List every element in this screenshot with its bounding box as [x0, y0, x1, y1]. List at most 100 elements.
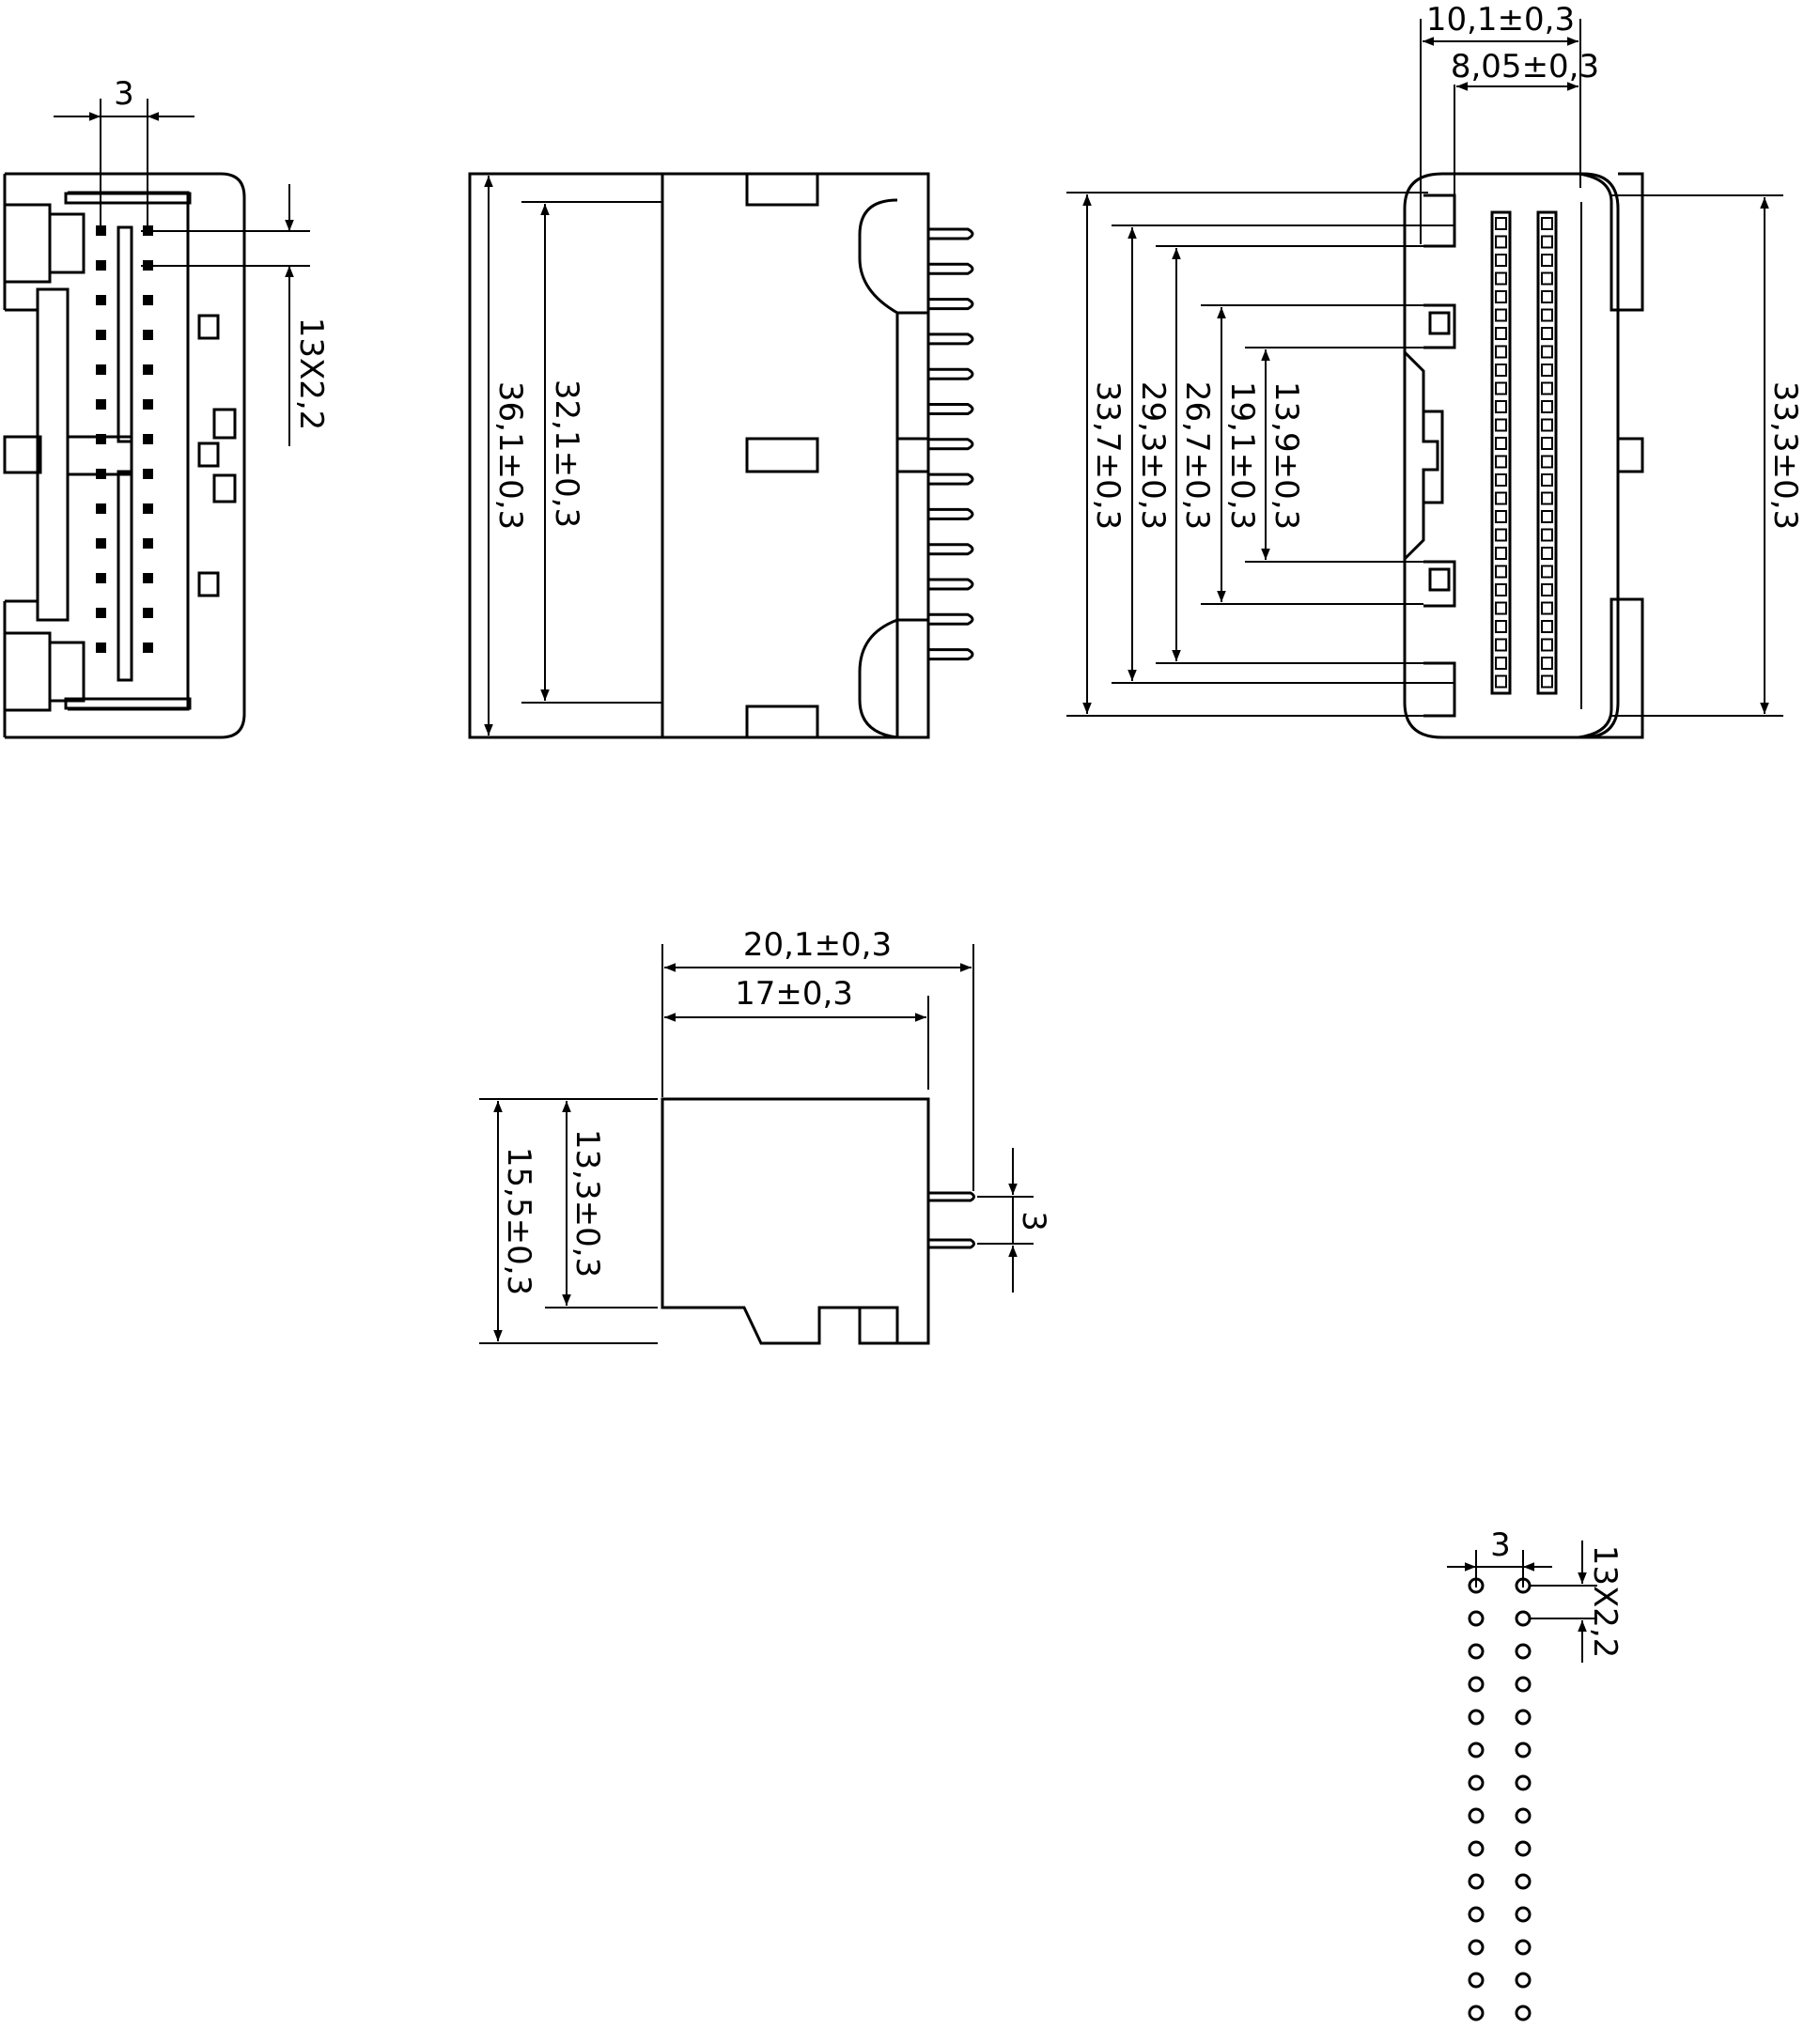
footprint-hole [1515, 1742, 1532, 1758]
side-pin [928, 227, 974, 240]
footprint-hole [1468, 1939, 1485, 1956]
top-contact [1541, 455, 1553, 469]
top-contact [1541, 418, 1553, 432]
footprint-hole [1515, 1939, 1532, 1956]
end-height-outer-dimension: 15,5±0,3 [479, 1098, 658, 1344]
side-pin [928, 438, 974, 451]
end-height-outer-label: 15,5±0,3 [500, 1147, 537, 1295]
top-dim-b: 29,3±0,3 [1112, 225, 1454, 684]
front-pin [143, 364, 153, 375]
side-pin [928, 403, 974, 415]
footprint-hole [1515, 1906, 1532, 1923]
front-pin [96, 538, 106, 549]
top-dim-d: 19,1±0,3 [1201, 304, 1423, 605]
footprint-hole [1468, 1676, 1485, 1693]
top-contact [1495, 327, 1507, 340]
front-pitch-label: 3 [114, 75, 134, 113]
top-contact [1495, 510, 1507, 523]
front-pin [96, 573, 106, 583]
top-dim-right-label: 33,3±0,3 [1766, 381, 1804, 530]
footprint-hole [1515, 1840, 1532, 1857]
top-contact [1495, 345, 1507, 359]
top-contact [1495, 437, 1507, 450]
end-length-inner-label: 17±0,3 [735, 975, 853, 1013]
end-view: 20,1±0,3 17±0,3 15,5±0,3 13,3±0,3 [479, 926, 1052, 1345]
end-length-inner-dimension: 17±0,3 [664, 975, 929, 1090]
top-contact [1541, 674, 1553, 689]
footprint-hole [1515, 1873, 1532, 1890]
front-pin [96, 399, 106, 410]
footprint-pitch-dimension: 3 [1447, 1526, 1552, 1587]
side-pin [928, 578, 974, 591]
top-contact [1541, 254, 1553, 267]
side-pin [928, 648, 974, 661]
top-contact [1541, 327, 1553, 340]
top-contact [1495, 235, 1507, 249]
top-contact [1541, 620, 1553, 633]
top-width-outer-dimension: 10,1±0,3 [1420, 1, 1581, 244]
top-contact [1495, 271, 1507, 286]
top-contact [1541, 381, 1553, 395]
footprint-pin-pitch-label: 13X2,2 [1586, 1545, 1624, 1659]
footprint-hole [1515, 1610, 1532, 1627]
footprint-hole [1468, 1873, 1485, 1890]
top-contact [1495, 565, 1507, 579]
front-pin-pitch-dimension: 13X2,2 [141, 184, 330, 446]
front-pin [96, 260, 106, 271]
top-contact [1495, 364, 1507, 377]
front-pin [143, 643, 153, 653]
side-pin [928, 367, 974, 380]
top-contact [1541, 510, 1553, 523]
side-height-outer-label: 36,1±0,3 [491, 381, 529, 530]
side-pin [928, 507, 974, 520]
footprint-hole [1515, 2005, 1532, 2021]
top-contact [1495, 381, 1507, 395]
footprint-hole [1468, 2005, 1485, 2021]
pcb-footprint: 3 13X2,2 [1447, 1526, 1624, 2021]
front-pin [143, 330, 153, 340]
front-pin [143, 538, 153, 549]
top-view: 10,1±0,3 8,05±0,3 33,7±0,3 29,3±0,3 [1066, 1, 1804, 739]
end-height-inner-dimension: 13,3±0,3 [545, 1101, 658, 1308]
top-contact [1495, 620, 1507, 633]
front-pin [143, 608, 153, 618]
top-contact [1541, 473, 1553, 487]
top-contact [1541, 364, 1553, 377]
top-width-outer-label: 10,1±0,3 [1426, 1, 1575, 39]
side-pin [928, 298, 974, 311]
footprint-hole [1468, 1774, 1485, 1791]
end-length-outer-label: 20,1±0,3 [743, 926, 892, 964]
side-height-inner-label: 32,1±0,3 [548, 379, 585, 528]
footprint-hole [1515, 1643, 1532, 1660]
top-contact [1541, 528, 1553, 542]
front-pin-pitch-label: 13X2,2 [292, 317, 330, 431]
footprint-hole [1515, 1774, 1532, 1791]
side-height-outer-dimension: 36,1±0,3 [484, 176, 529, 736]
front-pin [143, 399, 153, 410]
side-pin [928, 333, 974, 346]
front-view: 3 13X2,2 [3, 75, 330, 739]
front-pin [143, 295, 153, 305]
footprint-hole [1468, 1906, 1485, 1923]
footprint-hole [1468, 1807, 1485, 1824]
top-contact [1495, 583, 1507, 596]
footprint-hole [1515, 1676, 1532, 1693]
top-dim-a-label: 33,7±0,3 [1089, 381, 1127, 530]
top-dim-right: 33,3±0,3 [1611, 194, 1804, 717]
end-pin-pitch-label: 3 [1015, 1211, 1052, 1231]
footprint-hole [1468, 1840, 1485, 1857]
front-pin [96, 608, 106, 618]
top-contact [1495, 547, 1507, 560]
footprint-pin-pitch-dimension: 13X2,2 [1531, 1541, 1624, 1663]
top-contact [1495, 528, 1507, 542]
footprint-hole [1468, 1972, 1485, 1989]
front-pin-array [96, 225, 153, 653]
top-dim-c-label: 26,7±0,3 [1178, 381, 1216, 530]
top-contact [1495, 455, 1507, 469]
top-contact [1541, 345, 1553, 359]
top-contact [1495, 674, 1507, 689]
side-pin [928, 262, 974, 275]
footprint-hole [1515, 1972, 1532, 1989]
top-contact [1495, 290, 1507, 303]
